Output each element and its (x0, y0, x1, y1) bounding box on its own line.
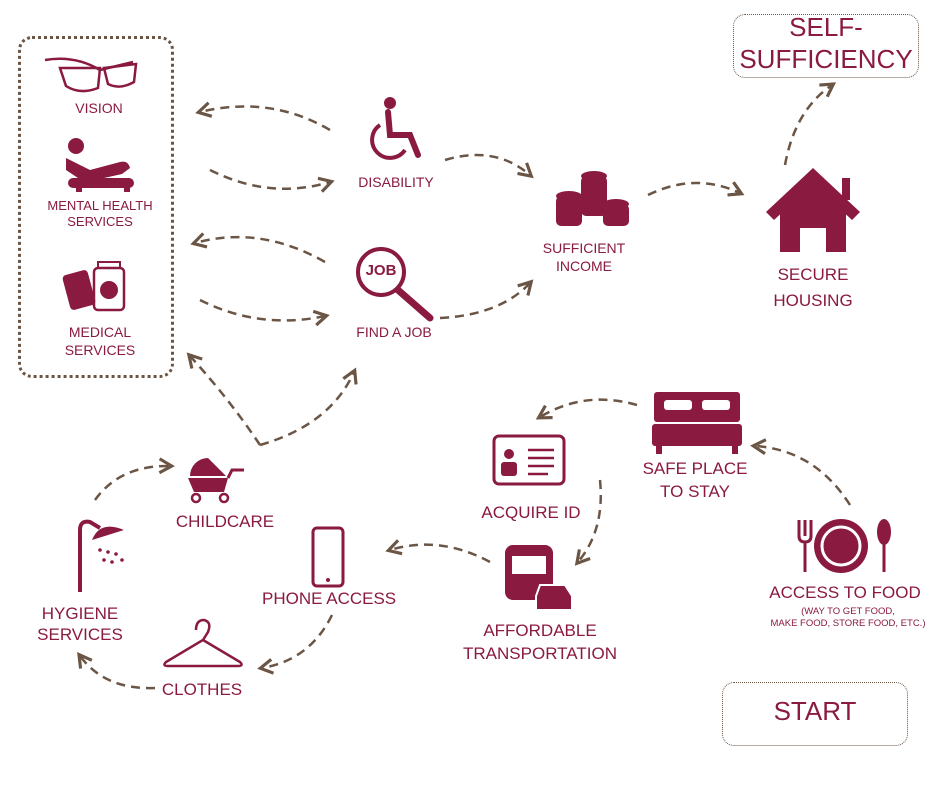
start-label: START (773, 696, 857, 726)
acquire-id-label: ACQUIRE ID (481, 503, 581, 522)
coins-icon (556, 171, 629, 226)
self-sufficiency-label: SELF-SUFFICIENCY (733, 12, 919, 75)
childcare-label: CHILDCARE (175, 512, 275, 531)
hanger-icon (163, 618, 243, 668)
food-label: ACCESS TO FOOD (769, 583, 921, 602)
arrow-childcare-to-job (259, 367, 358, 447)
mental-health-line-1: MENTAL HEALTH (47, 198, 153, 213)
arrow-transport-to-phone (385, 539, 491, 564)
wheelchair-icon (370, 97, 421, 160)
arrow-medical-to-job (199, 298, 330, 327)
bed-icon (652, 392, 742, 454)
arrow-mental-to-disability (209, 168, 335, 193)
arrow-disability-to-income (444, 153, 534, 179)
safe-place-line-1: SAFE PLACE (642, 459, 748, 478)
medical-line-2: SERVICES (64, 341, 136, 358)
income-line-2: INCOME (556, 257, 612, 274)
glasses-icon (44, 57, 138, 93)
health-services-group (18, 36, 174, 378)
shower-icon (78, 519, 124, 592)
arrow-hygiene-to-childcare (93, 457, 175, 501)
disability-label: DISABILITY (358, 174, 434, 190)
job-search-icon (356, 247, 434, 322)
find-job-label: FIND A JOB (356, 324, 432, 340)
income-line-1: SUFFICIENT (542, 240, 626, 256)
self-sufficiency-box (733, 14, 919, 78)
arrow-income-to-housing (647, 181, 745, 197)
bus-car-icon (505, 545, 573, 611)
stroller-icon (188, 458, 244, 504)
housing-line-1: SECURE (777, 265, 849, 284)
arrow-phone-to-clothes (257, 614, 334, 675)
self-sufficiency-line-2: SUFFICIENCY (739, 43, 913, 74)
medical-line-1: MEDICAL (68, 324, 132, 340)
vision-label: VISION (75, 100, 123, 116)
transportation-line-1: AFFORDABLE (483, 621, 597, 640)
phone-icon (311, 526, 345, 588)
plate-fork-spoon-icon (797, 519, 891, 573)
transportation-line-2: TRANSPORTATION (463, 643, 617, 663)
arrow-clothes-to-hygiene (77, 652, 156, 690)
arrow-job-to-mental (190, 232, 326, 264)
arrow-job-to-income (439, 279, 534, 320)
arrow-housing-to-self (783, 82, 837, 166)
start-box (722, 682, 908, 746)
arrow-safe-to-id (535, 398, 638, 420)
phone-label: PHONE ACCESS (262, 589, 397, 608)
housing-label: SECURE HOUSING (748, 262, 878, 313)
food-note-line-1: (WAY TO GET FOOD, (801, 606, 895, 617)
job-icon-text: JOB (365, 262, 397, 279)
arrow-id-to-transport (574, 479, 602, 566)
id-card-icon (492, 434, 566, 486)
hygiene-line-2: SERVICES (37, 625, 123, 645)
mental-health-line-2: SERVICES (67, 214, 133, 230)
transportation-label: AFFORDABLE TRANSPORTATION (460, 620, 620, 666)
hygiene-label: HYGIENE SERVICES (20, 603, 140, 646)
arrow-disability-to-vision (195, 101, 331, 132)
hygiene-line-1: HYGIENE (41, 604, 119, 623)
safe-place-line-2: TO STAY (660, 481, 730, 501)
safe-place-label: SAFE PLACE TO STAY (630, 458, 760, 504)
reclining-person-icon (66, 138, 134, 192)
clothes-label: CLOTHES (161, 680, 243, 699)
food-note: (WAY TO GET FOOD,MAKE FOOD, STORE FOOD, … (760, 606, 936, 630)
house-icon (766, 168, 860, 252)
food-note-line-2: MAKE FOOD, STORE FOOD, ETC.) (770, 617, 926, 629)
medicine-icon (62, 261, 126, 312)
housing-line-2: HOUSING (773, 290, 853, 310)
self-sufficiency-line-1: SELF- (789, 12, 863, 42)
